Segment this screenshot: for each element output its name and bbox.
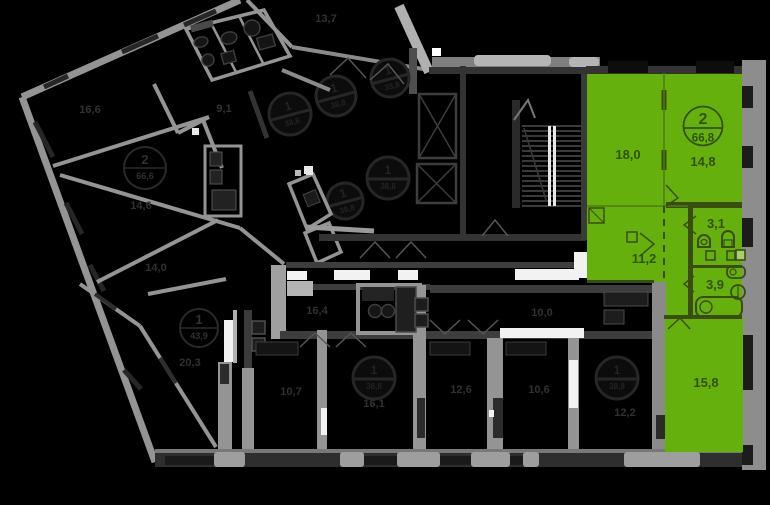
- svg-text:16,4: 16,4: [306, 305, 328, 317]
- svg-text:10,0: 10,0: [531, 307, 552, 319]
- svg-text:66,8: 66,8: [692, 133, 715, 145]
- svg-text:38,8: 38,8: [284, 116, 302, 129]
- svg-text:18,0: 18,0: [615, 147, 640, 162]
- svg-text:9,1: 9,1: [216, 103, 231, 115]
- svg-text:13,7: 13,7: [315, 13, 336, 25]
- svg-text:1: 1: [383, 63, 393, 78]
- svg-text:14,6: 14,6: [130, 200, 151, 212]
- svg-text:38,8: 38,8: [609, 382, 625, 391]
- svg-text:66,6: 66,6: [136, 171, 154, 181]
- svg-text:2: 2: [141, 152, 148, 167]
- svg-text:1: 1: [338, 186, 348, 201]
- svg-text:20,3: 20,3: [179, 357, 200, 369]
- svg-text:38,8: 38,8: [384, 80, 402, 93]
- svg-text:1: 1: [385, 163, 392, 177]
- svg-text:38,8: 38,8: [330, 98, 348, 111]
- svg-text:10,7: 10,7: [280, 386, 301, 398]
- svg-text:14,0: 14,0: [145, 262, 166, 274]
- svg-text:1: 1: [329, 81, 339, 96]
- svg-text:1: 1: [283, 99, 293, 114]
- svg-text:12,2: 12,2: [614, 407, 635, 419]
- svg-text:15,8: 15,8: [693, 375, 718, 390]
- svg-text:10,6: 10,6: [528, 384, 549, 396]
- svg-text:1: 1: [195, 312, 202, 327]
- svg-text:14,8: 14,8: [690, 154, 715, 169]
- svg-text:38,8: 38,8: [366, 382, 382, 391]
- svg-text:38,8: 38,8: [339, 203, 357, 216]
- svg-text:16,6: 16,6: [79, 104, 100, 116]
- svg-text:2: 2: [699, 111, 708, 128]
- svg-text:3,1: 3,1: [707, 216, 725, 231]
- svg-text:1: 1: [371, 363, 378, 377]
- svg-text:43,9: 43,9: [190, 331, 208, 341]
- svg-text:1: 1: [614, 363, 621, 377]
- svg-text:3,9: 3,9: [706, 277, 724, 292]
- svg-text:38,8: 38,8: [380, 182, 396, 191]
- svg-text:11,2: 11,2: [632, 251, 657, 266]
- svg-text:16,1: 16,1: [363, 398, 384, 410]
- svg-text:12,6: 12,6: [450, 384, 471, 396]
